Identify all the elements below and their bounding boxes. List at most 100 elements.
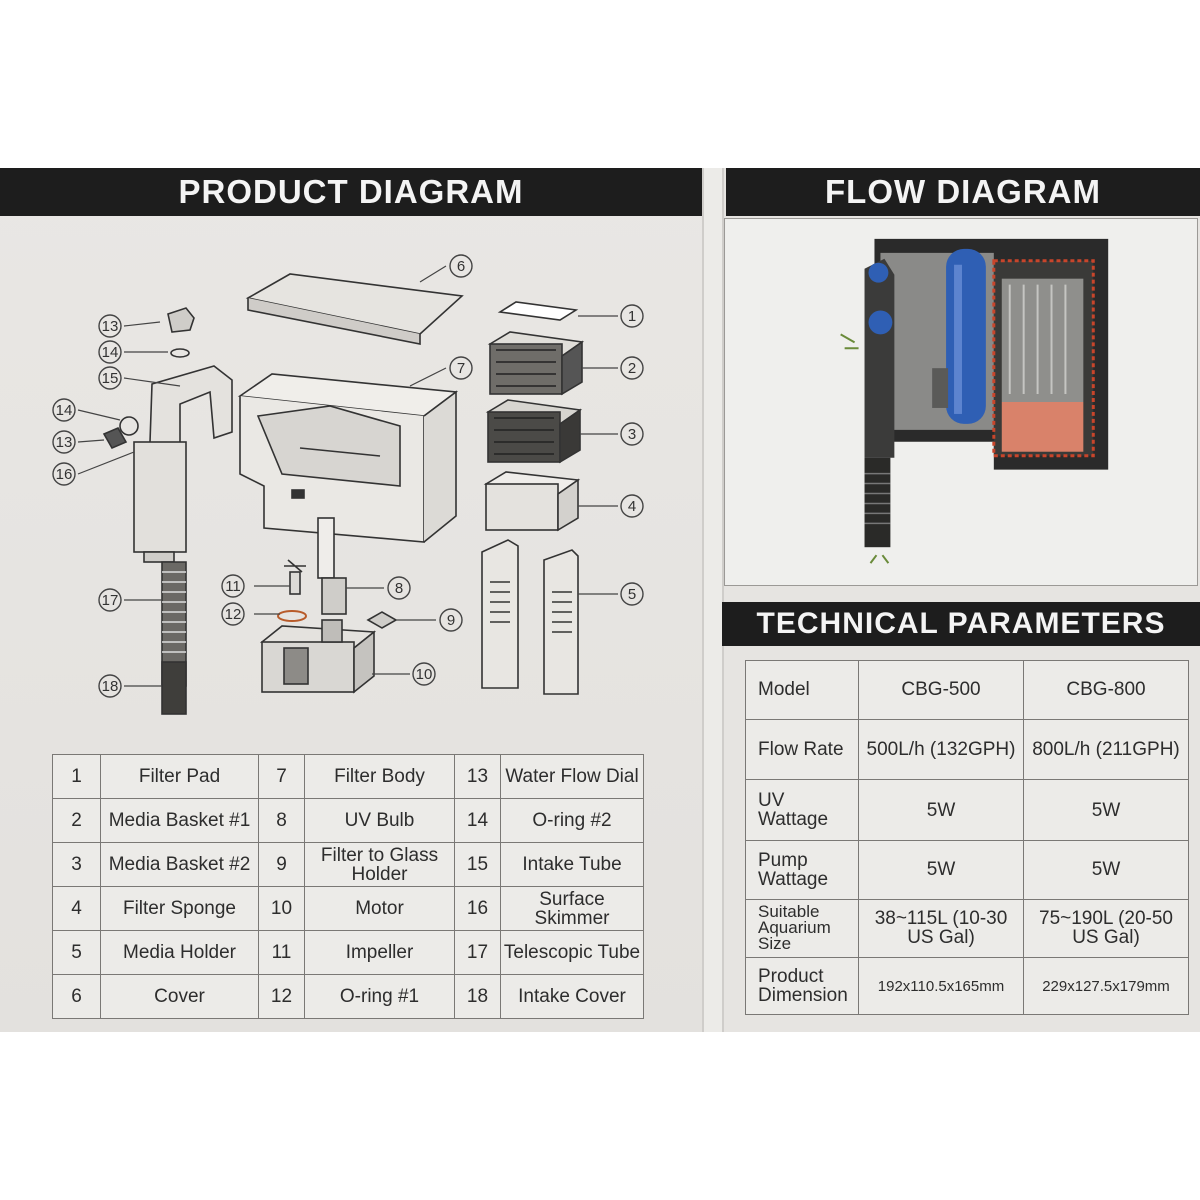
part-name: Media Basket #1 — [100, 798, 259, 843]
part-number: 10 — [258, 886, 305, 931]
part-number: 6 — [52, 974, 101, 1019]
glass-holder-part — [366, 611, 398, 629]
part-name: O-ring #1 — [304, 974, 455, 1019]
uv-wattage-label: UV Wattage — [745, 779, 859, 841]
product-dimension-value-1: 192x110.5x165mm — [858, 957, 1024, 1015]
part-number: 16 — [454, 886, 501, 931]
part-name: Impeller — [304, 930, 455, 975]
part-name: Filter Body — [304, 754, 455, 799]
product-dimension-label: Product Dimension — [745, 957, 859, 1015]
part-name: Filter Sponge — [100, 886, 259, 931]
part-name: O-ring #2 — [500, 798, 644, 843]
svg-text:18: 18 — [102, 678, 119, 695]
svg-text:13: 13 — [56, 434, 73, 451]
callout-14: 14 — [98, 340, 122, 364]
svg-text:7: 7 — [457, 360, 465, 377]
callout-16: 16 — [52, 462, 76, 486]
intake-assembly-part — [102, 307, 233, 715]
impeller-part — [284, 559, 306, 595]
callout-7: 7 — [449, 356, 473, 380]
callout-1: 1 — [620, 304, 644, 328]
part-name: Media Holder — [100, 930, 259, 975]
svg-text:4: 4 — [628, 498, 636, 515]
technical-parameters-heading: TECHNICAL PARAMETERS — [722, 602, 1200, 646]
technical-parameters-table: Model CBG-500 CBG-800 Flow Rate 500L/h (… — [745, 660, 1189, 1015]
callout-3: 3 — [620, 422, 644, 446]
pump-wattage-value-2: 5W — [1023, 840, 1189, 900]
svg-text:5: 5 — [628, 586, 636, 603]
svg-text:17: 17 — [102, 592, 119, 609]
callout-18: 18 — [98, 674, 122, 698]
part-number: 8 — [258, 798, 305, 843]
svg-text:6: 6 — [457, 258, 465, 275]
part-name: Surface Skimmer — [500, 886, 644, 931]
part-number: 9 — [258, 842, 305, 887]
o-ring-1-part — [277, 610, 307, 622]
product-diagram-heading: PRODUCT DIAGRAM — [0, 168, 702, 216]
svg-text:11: 11 — [225, 578, 241, 595]
media-holder-part — [481, 539, 579, 695]
callout-15: 15 — [98, 366, 122, 390]
part-number: 3 — [52, 842, 101, 887]
aquarium-size-label: Suitable Aquarium Size — [745, 898, 859, 959]
part-name: UV Bulb — [304, 798, 455, 843]
part-number: 5 — [52, 930, 101, 975]
part-name: Cover — [100, 974, 259, 1019]
svg-text:10: 10 — [416, 666, 433, 683]
filter-body-part — [237, 373, 459, 543]
uv-bulb-part — [317, 517, 347, 615]
product-dimension-value-2: 229x127.5x179mm — [1023, 957, 1189, 1015]
filter-pad-part — [497, 301, 579, 321]
svg-text:8: 8 — [395, 580, 403, 597]
callout-14-secondary: 14 — [52, 398, 76, 422]
pump-wattage-value-1: 5W — [858, 840, 1024, 900]
svg-text:14: 14 — [56, 402, 73, 419]
flow-rate-value-2: 800L/h (211GPH) — [1023, 718, 1189, 781]
callout-8: 8 — [387, 576, 411, 600]
flow-diagram-image — [724, 218, 1198, 586]
filter-sponge-part — [483, 471, 581, 532]
svg-text:9: 9 — [447, 612, 455, 629]
model-label: Model — [745, 660, 859, 720]
flow-rate-value-1: 500L/h (132GPH) — [858, 718, 1024, 781]
part-number: 2 — [52, 798, 101, 843]
callout-17: 17 — [98, 588, 122, 612]
part-name: Media Basket #2 — [100, 842, 259, 887]
part-name: Filter to Glass Holder — [304, 842, 455, 887]
panel-divider — [702, 168, 724, 1032]
callout-5: 5 — [620, 582, 644, 606]
pump-wattage-label: Pump Wattage — [745, 840, 859, 900]
part-number: 15 — [454, 842, 501, 887]
callout-2: 2 — [620, 356, 644, 380]
part-name: Motor — [304, 886, 455, 931]
callout-10: 10 — [412, 662, 436, 686]
part-number: 18 — [454, 974, 501, 1019]
callout-4: 4 — [620, 494, 644, 518]
part-number: 12 — [258, 974, 305, 1019]
part-name: Telescopic Tube — [500, 930, 644, 975]
svg-text:1: 1 — [628, 308, 636, 325]
model-cbg-800: CBG-800 — [1023, 660, 1189, 720]
part-number: 17 — [454, 930, 501, 975]
media-basket-1-part — [487, 331, 585, 396]
motor-part — [259, 619, 377, 694]
svg-text:13: 13 — [102, 318, 119, 335]
flow-diagram-heading: FLOW DIAGRAM — [726, 168, 1200, 216]
part-number: 13 — [454, 754, 501, 799]
part-name: Intake Cover — [500, 974, 644, 1019]
svg-text:15: 15 — [102, 370, 119, 387]
svg-text:2: 2 — [628, 360, 636, 377]
flow-rate-label: Flow Rate — [745, 718, 859, 781]
uv-wattage-value-1: 5W — [858, 779, 1024, 841]
part-number: 4 — [52, 886, 101, 931]
svg-text:16: 16 — [56, 466, 73, 483]
callout-11: 11 — [221, 574, 245, 598]
part-number: 14 — [454, 798, 501, 843]
part-name: Intake Tube — [500, 842, 644, 887]
